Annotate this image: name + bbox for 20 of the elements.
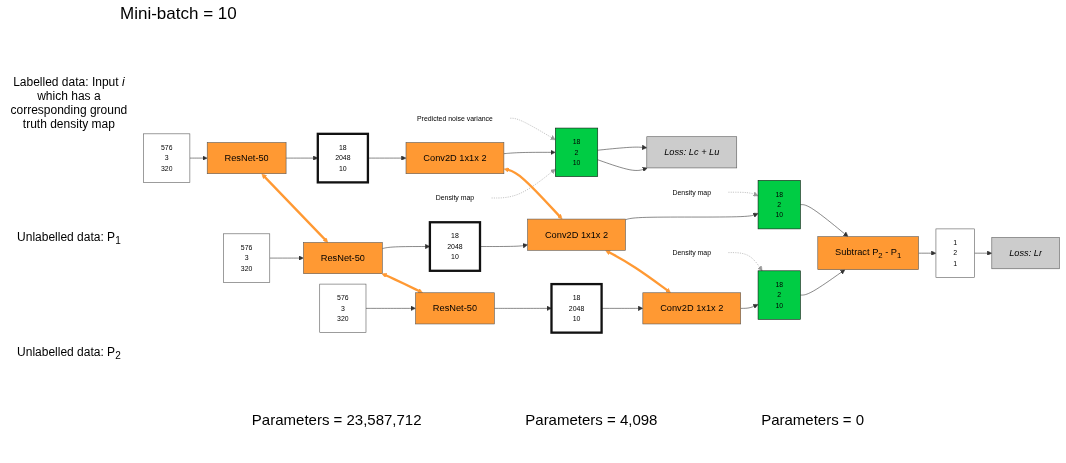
parameter-count-note: Parameters = 0 (761, 411, 865, 428)
node-box: Conv2D 1x1x 2 (642, 292, 742, 325)
node-box: Conv2D 1x1x 2 (527, 218, 627, 251)
parameter-count-note: Parameters = 23,587,712 (251, 411, 422, 428)
row-label: Unlabelled data: P$_{1}$ (16, 230, 122, 247)
arrow (504, 167, 563, 220)
node-box: Subtract P$_{2}$ - P$_{1}$ (817, 236, 920, 270)
arrow (261, 173, 329, 243)
arrow (382, 273, 424, 294)
node-box: ResNet-50 (207, 142, 287, 174)
row-label: Labelled data: Input i which has a corresponding ground truth density map (9, 75, 129, 132)
node-box: Loss: Lc + Lu (646, 136, 738, 169)
node-box: Conv2D 1x1x 2 (406, 142, 505, 174)
node-box: Loss: Lr (991, 237, 1061, 270)
diagram-title: Mini-batch = 10 (119, 3, 238, 25)
parameter-count-note: Parameters = 4,098 (525, 411, 658, 428)
arrow (605, 250, 672, 293)
node-box: ResNet-50 (303, 242, 383, 274)
node-box: ResNet-50 (415, 292, 496, 325)
row-label: Unlabelled data: P$_{2}$ (16, 345, 122, 362)
